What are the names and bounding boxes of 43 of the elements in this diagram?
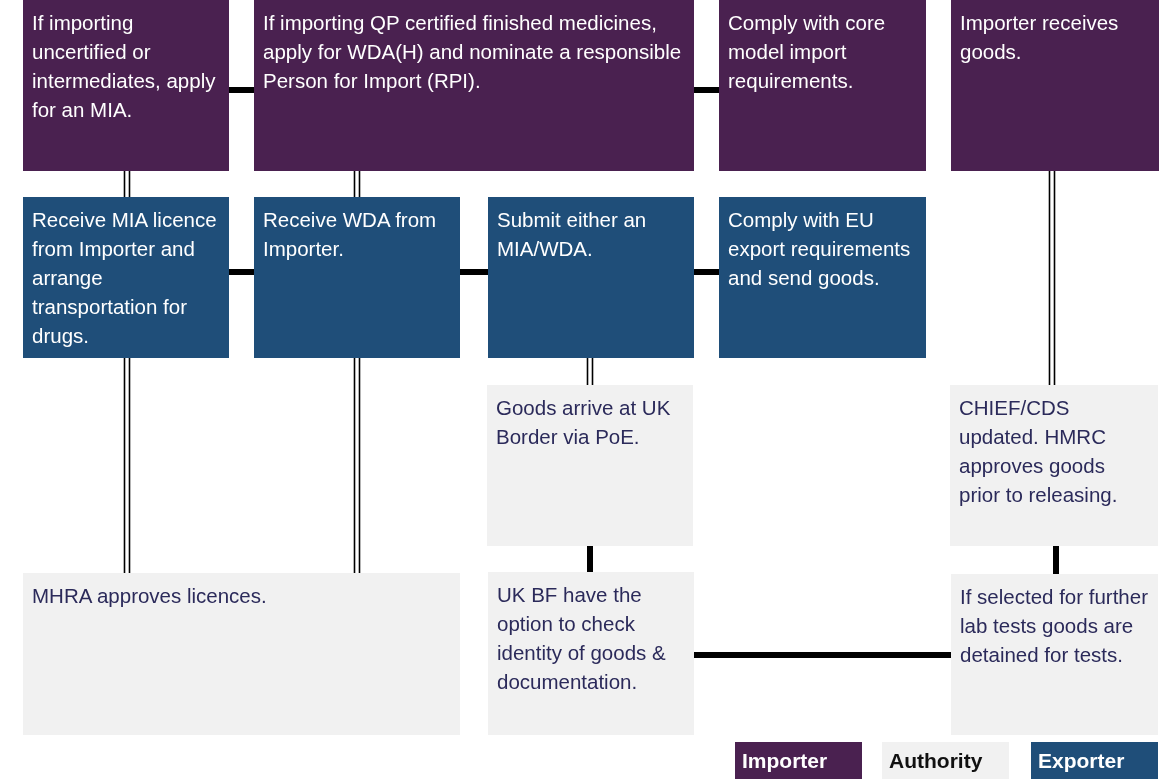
- box-text: Goods arrive at UK Border via PoE.: [496, 395, 672, 450]
- connector-line: [460, 269, 488, 275]
- process-box: [719, 0, 926, 171]
- connector-line: [229, 269, 254, 275]
- double-line-connector: [1048, 170, 1056, 386]
- box-text: Comply with core model import requirements.: [728, 10, 887, 94]
- process-box: [951, 574, 1158, 735]
- process-box: [254, 0, 694, 171]
- double-line-connector: [586, 357, 594, 386]
- box-text: If importing uncertified or intermediates, apply for an MIA.: [32, 10, 217, 123]
- connector-line: [229, 87, 254, 93]
- double-line-connector: [353, 170, 361, 198]
- process-box: [487, 385, 693, 546]
- box-text: Receive WDA from Importer.: [263, 207, 438, 262]
- process-box: [23, 573, 460, 735]
- double-line-connector: [123, 170, 131, 198]
- connector-line: [587, 546, 593, 572]
- process-box: [950, 385, 1158, 546]
- box-text: UK BF have the option to check identity of goods & documentation.: [497, 582, 667, 695]
- legend-label: Authority: [889, 748, 983, 773]
- process-box: [719, 197, 926, 358]
- connector-line: [1053, 546, 1059, 574]
- legend-label: Importer: [742, 748, 828, 773]
- connector-line: [694, 269, 719, 275]
- box-text: Comply with EU export requirements and send goods.: [728, 207, 912, 291]
- box-text: Importer receives goods.: [960, 10, 1120, 65]
- process-box: [254, 197, 460, 358]
- process-box: [951, 0, 1159, 171]
- box-text: Receive MIA licence from Importer and arrange transportation for drugs.: [32, 207, 218, 349]
- process-box: [488, 197, 694, 358]
- double-line-connector: [353, 357, 361, 574]
- process-box: [23, 0, 229, 171]
- connector-line: [694, 652, 951, 658]
- box-text: Submit either an MIA/WDA.: [497, 207, 648, 262]
- connector-line: [694, 87, 719, 93]
- process-box: [488, 572, 694, 735]
- double-line-connector: [123, 357, 131, 574]
- legend-label: Exporter: [1038, 748, 1125, 773]
- box-text: If selected for further lab tests goods are detained for tests.: [960, 584, 1149, 668]
- box-text: MHRA approves licences.: [32, 583, 268, 609]
- box-text: CHIEF/CDS updated. HMRC approves goods prior to releasing.: [959, 395, 1119, 508]
- box-text: If importing QP certified finished medicines, apply for WDA(H) and nominate a responsible Person for Import (RPI).: [263, 10, 683, 94]
- process-box: [23, 197, 229, 358]
